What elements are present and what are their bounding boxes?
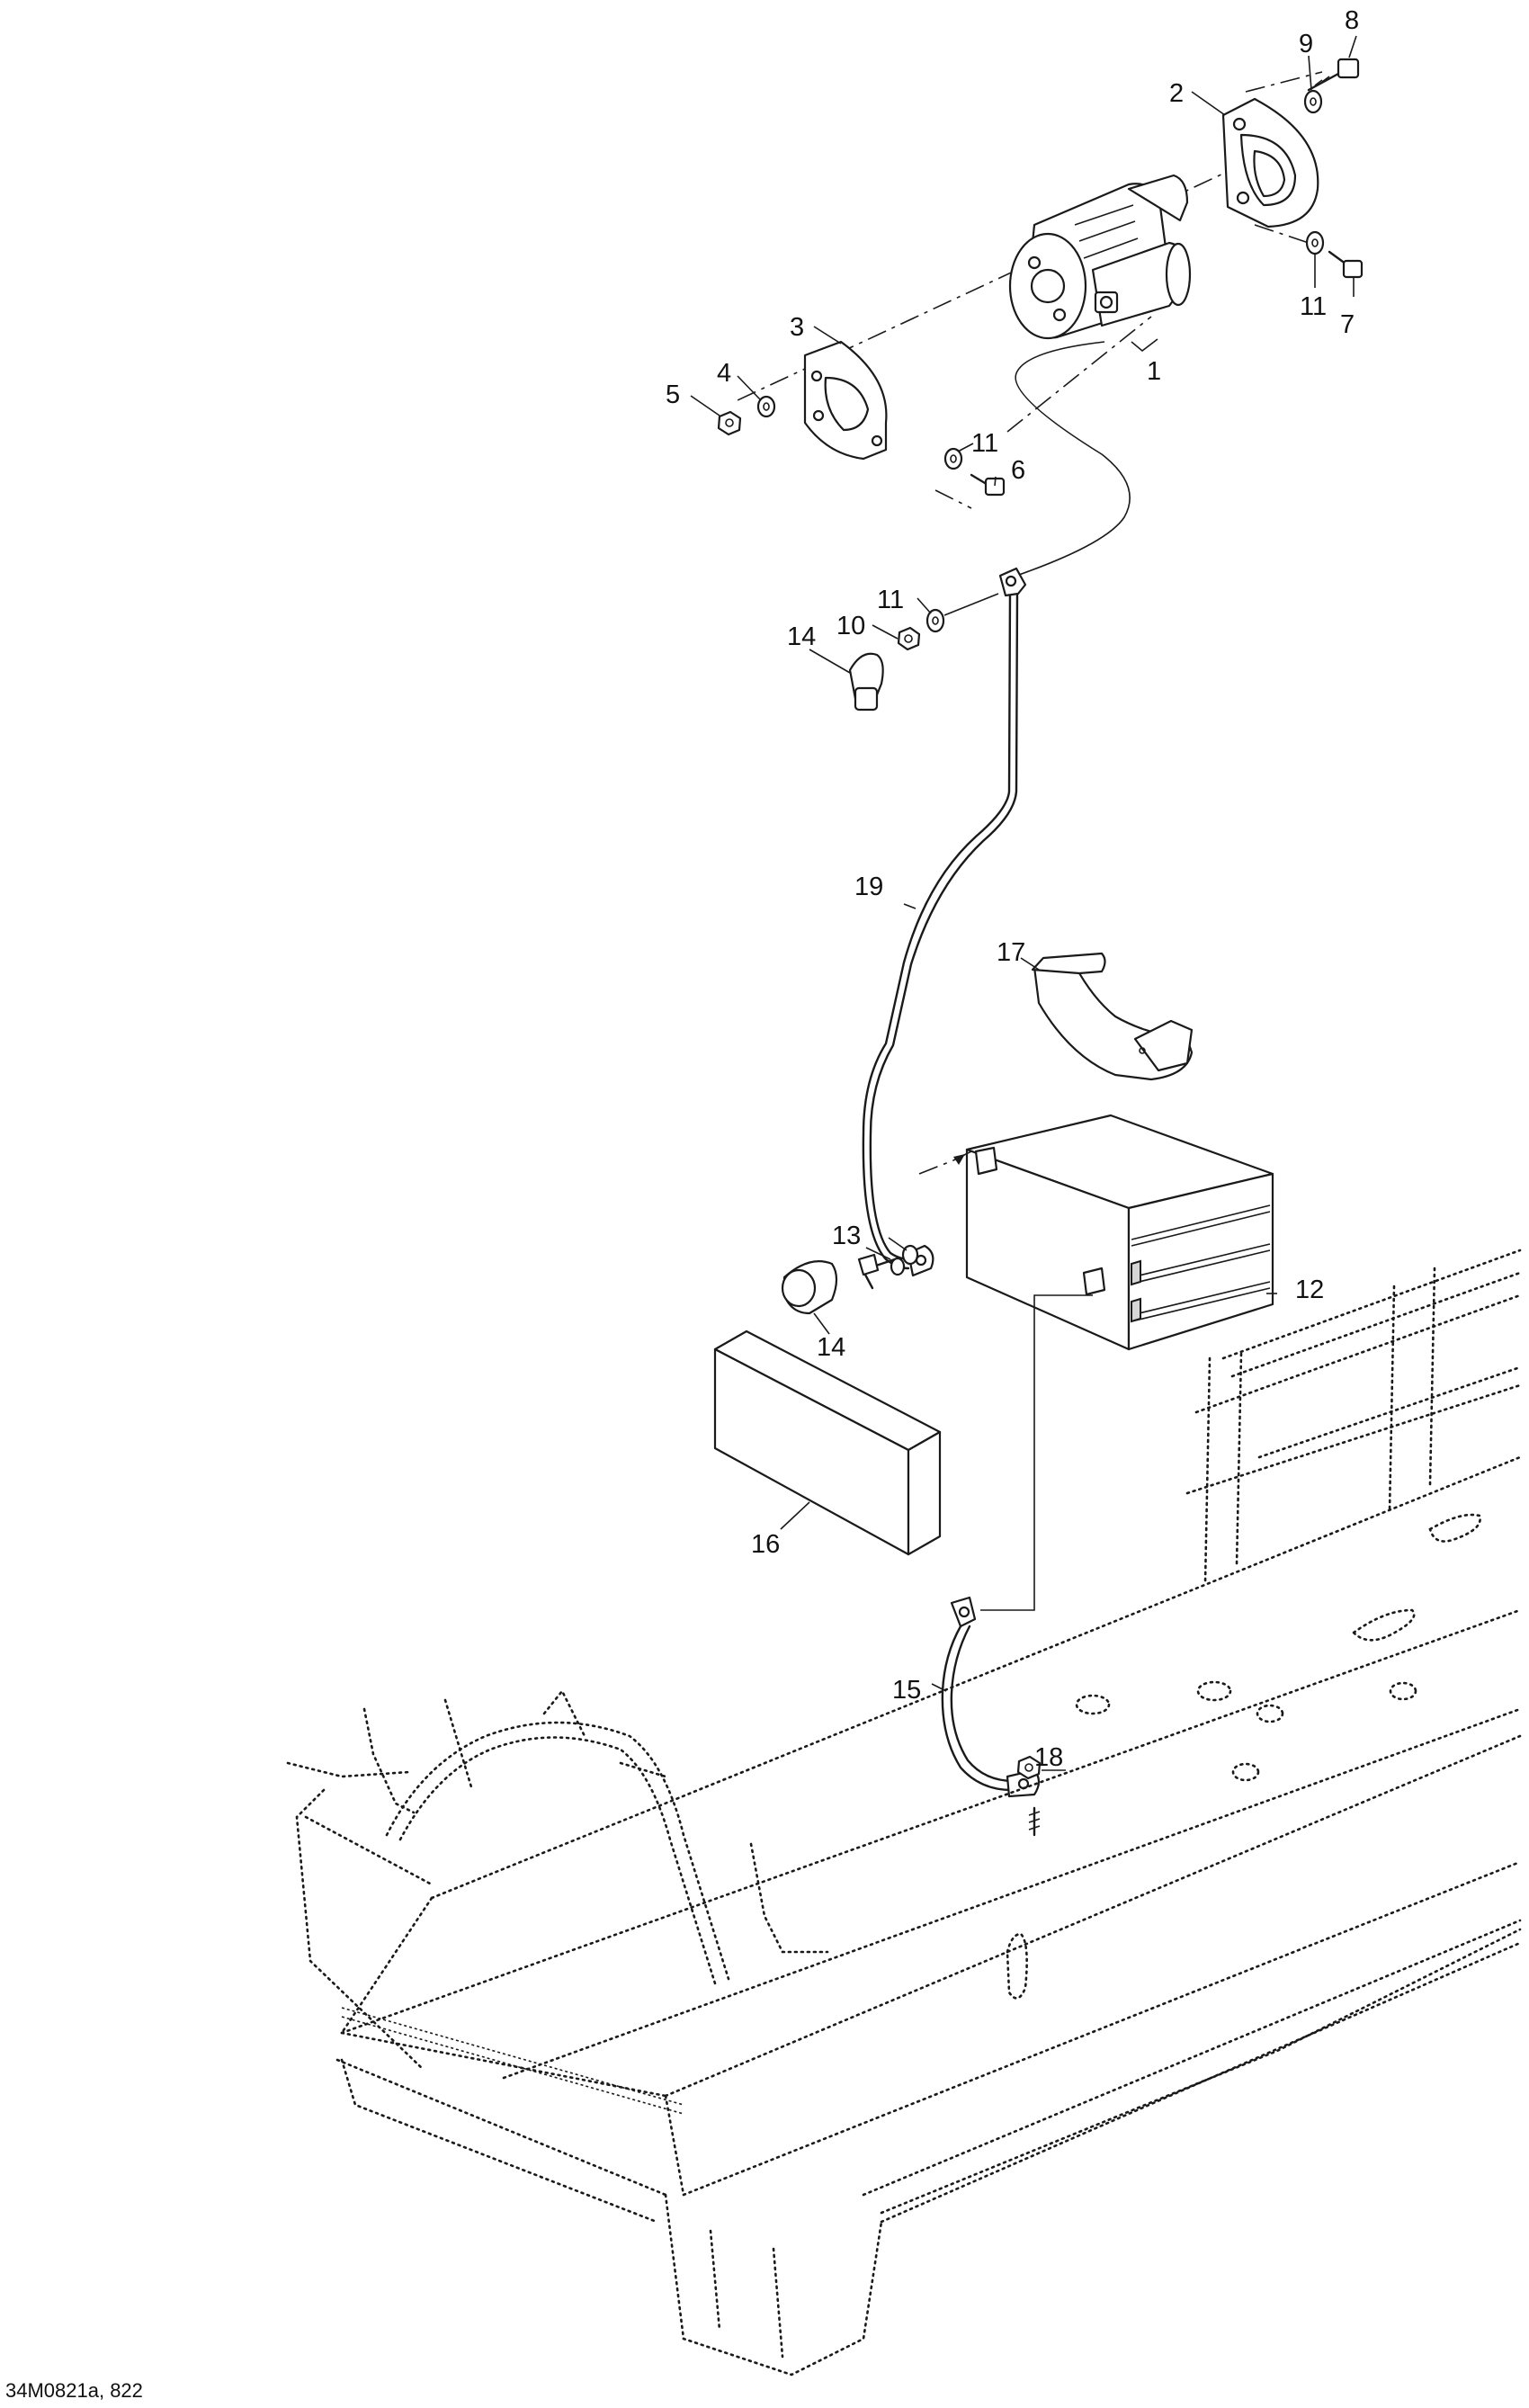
- nut-10: [897, 626, 921, 651]
- callout-18: 18: [1034, 1743, 1063, 1772]
- washer-11-middle: [943, 447, 963, 470]
- washer-11-lower: [925, 608, 945, 633]
- starter-assembly: [717, 58, 1364, 509]
- starter-motor: [1008, 174, 1192, 340]
- callout-9: 9: [1299, 30, 1313, 58]
- callout-11-middle: 11: [971, 429, 998, 458]
- callout-13: 13: [832, 1222, 861, 1250]
- callout-10: 10: [836, 612, 865, 640]
- callout-3: 3: [790, 313, 804, 342]
- callout-4: 4: [717, 359, 731, 388]
- callout-11-upper: 11: [1300, 292, 1327, 321]
- bolt-6: [970, 473, 1006, 497]
- callouts: 1 2 3 4 5 6 7 8 9 10 11 11 11 12 13 14 1…: [666, 6, 1359, 1772]
- battery-strap-17: [1031, 952, 1194, 1081]
- vehicle-frame: [286, 1249, 1522, 2377]
- callout-12: 12: [1295, 1276, 1324, 1304]
- washer-4: [756, 395, 776, 418]
- battery-12: [918, 1114, 1274, 1611]
- washer-11-upper: [1305, 230, 1325, 255]
- mounting-bracket-3: [803, 340, 888, 461]
- callout-1: 1: [1147, 357, 1161, 386]
- mounting-bracket-2: [1221, 97, 1319, 228]
- nut-18: [1016, 1755, 1042, 1780]
- callout-19: 19: [854, 873, 883, 901]
- terminal-cap-14-lower: [781, 1260, 838, 1315]
- callout-11-lower: 11: [877, 586, 904, 614]
- battery-pad-16: [713, 1329, 942, 1556]
- washer-9: [1303, 89, 1323, 114]
- callout-15: 15: [892, 1676, 921, 1705]
- callout-16: 16: [751, 1530, 780, 1559]
- callout-14-lower: 14: [817, 1333, 845, 1362]
- reference-code: 34M0821a, 822: [5, 2379, 143, 2402]
- nut-5: [717, 410, 742, 436]
- callout-8: 8: [1345, 6, 1359, 35]
- callout-6: 6: [1011, 456, 1025, 485]
- leader-lines: [690, 35, 1357, 1771]
- callout-14-upper: 14: [787, 622, 816, 651]
- callout-17: 17: [997, 938, 1025, 967]
- ground-cable-15: [941, 1596, 1041, 1837]
- bolt-8: [1307, 58, 1360, 92]
- callout-2: 2: [1169, 79, 1184, 108]
- callout-5: 5: [666, 380, 680, 409]
- callout-7: 7: [1340, 310, 1355, 339]
- bolt-7: [1328, 250, 1364, 279]
- terminal-bolt-13: [857, 1244, 919, 1290]
- terminal-cap-14-upper: [848, 652, 884, 712]
